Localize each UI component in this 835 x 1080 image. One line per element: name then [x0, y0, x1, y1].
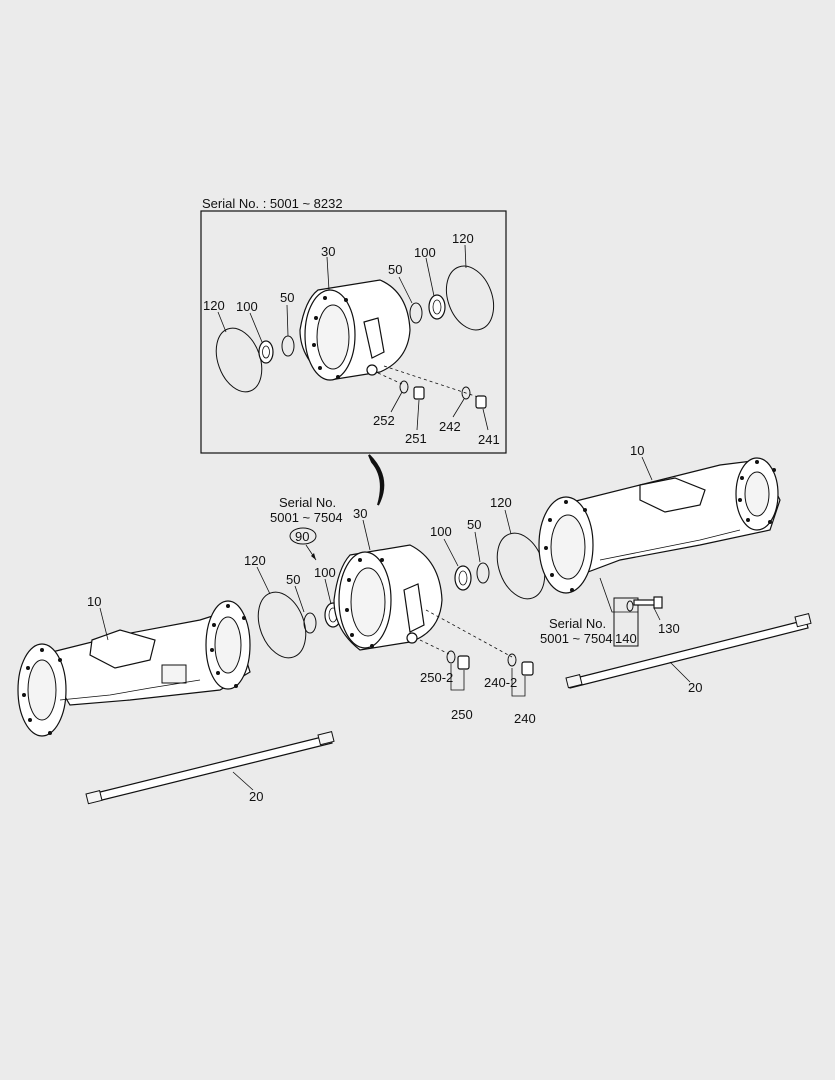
label-10-right: 10: [630, 443, 644, 458]
inset-label-120-left: 120: [203, 298, 225, 313]
part-250-2: [446, 650, 456, 664]
inset-label-50-left: 50: [280, 290, 294, 305]
inset-label-242: 242: [439, 419, 461, 434]
inset-label-252: 252: [373, 413, 395, 428]
inset-label-30: 30: [321, 244, 335, 259]
inset-part-252: [399, 380, 409, 394]
inset-label-251: 251: [405, 431, 427, 446]
housing-30: [333, 544, 443, 651]
ring-50-right: [476, 562, 490, 584]
inset-bearing-100-left: [258, 340, 274, 364]
callout-pointer: [368, 454, 385, 506]
label-250: 250: [451, 707, 473, 722]
inset-part-241: [475, 395, 487, 409]
label-100-left: 100: [314, 565, 336, 580]
inset-serial-title: Serial No. : 5001 ~ 8232: [202, 196, 343, 211]
part-240-2: [507, 653, 517, 667]
bolt-130: [633, 596, 663, 609]
inset-label-100-right: 100: [414, 245, 436, 260]
inset-panel: Serial No. : 5001 ~ 8232: [200, 196, 507, 454]
inset-housing-30: [299, 279, 411, 381]
label-240-2: 240-2: [484, 675, 517, 690]
part-240: [521, 661, 534, 676]
serial-note-left-line1: Serial No.: [279, 495, 336, 510]
oring-120-left: [257, 591, 307, 659]
part-140-box: [613, 597, 639, 647]
label-20-left: 20: [249, 789, 263, 804]
shaft-20-right: [565, 613, 812, 689]
label-120-right: 120: [490, 495, 512, 510]
inset-oring-120-right: [445, 265, 495, 331]
axle-housing-10-left: [17, 600, 251, 737]
inset-label-241: 241: [478, 432, 500, 447]
part-250: [457, 655, 470, 670]
label-50-left: 50: [286, 572, 300, 587]
shaft-20-left: [85, 731, 335, 805]
inset-part-242: [461, 386, 471, 400]
label-120-left: 120: [244, 553, 266, 568]
ring-50-left: [303, 612, 317, 634]
bearing-100-right: [454, 565, 472, 591]
main-assembly: Serial No. 5001 ~ 7504 90: [17, 443, 812, 805]
inset-ring-50-right: [409, 302, 423, 324]
label-140: 140: [615, 631, 637, 646]
serial-note-left-line2: 5001 ~ 7504: [270, 510, 343, 525]
part-90-circle: [289, 527, 317, 545]
label-90: 90: [295, 529, 309, 544]
serial-note-right-line2: 5001 ~ 7504: [540, 631, 613, 646]
inset-part-251: [413, 386, 425, 400]
label-10-left: 10: [87, 594, 101, 609]
label-50-right: 50: [467, 517, 481, 532]
serial-note-right-line1: Serial No.: [549, 616, 606, 631]
label-20-right: 20: [688, 680, 702, 695]
label-250-2: 250-2: [420, 670, 453, 685]
label-240: 240: [514, 711, 536, 726]
label-30: 30: [353, 506, 367, 521]
inset-label-50-right: 50: [388, 262, 402, 277]
inset-label-100-left: 100: [236, 299, 258, 314]
label-100-right: 100: [430, 524, 452, 539]
part-140: [626, 600, 634, 612]
axle-housing-10-right: [538, 457, 781, 594]
inset-bearing-100-right: [428, 294, 446, 320]
inset-label-120-right: 120: [452, 231, 474, 246]
label-130: 130: [658, 621, 680, 636]
